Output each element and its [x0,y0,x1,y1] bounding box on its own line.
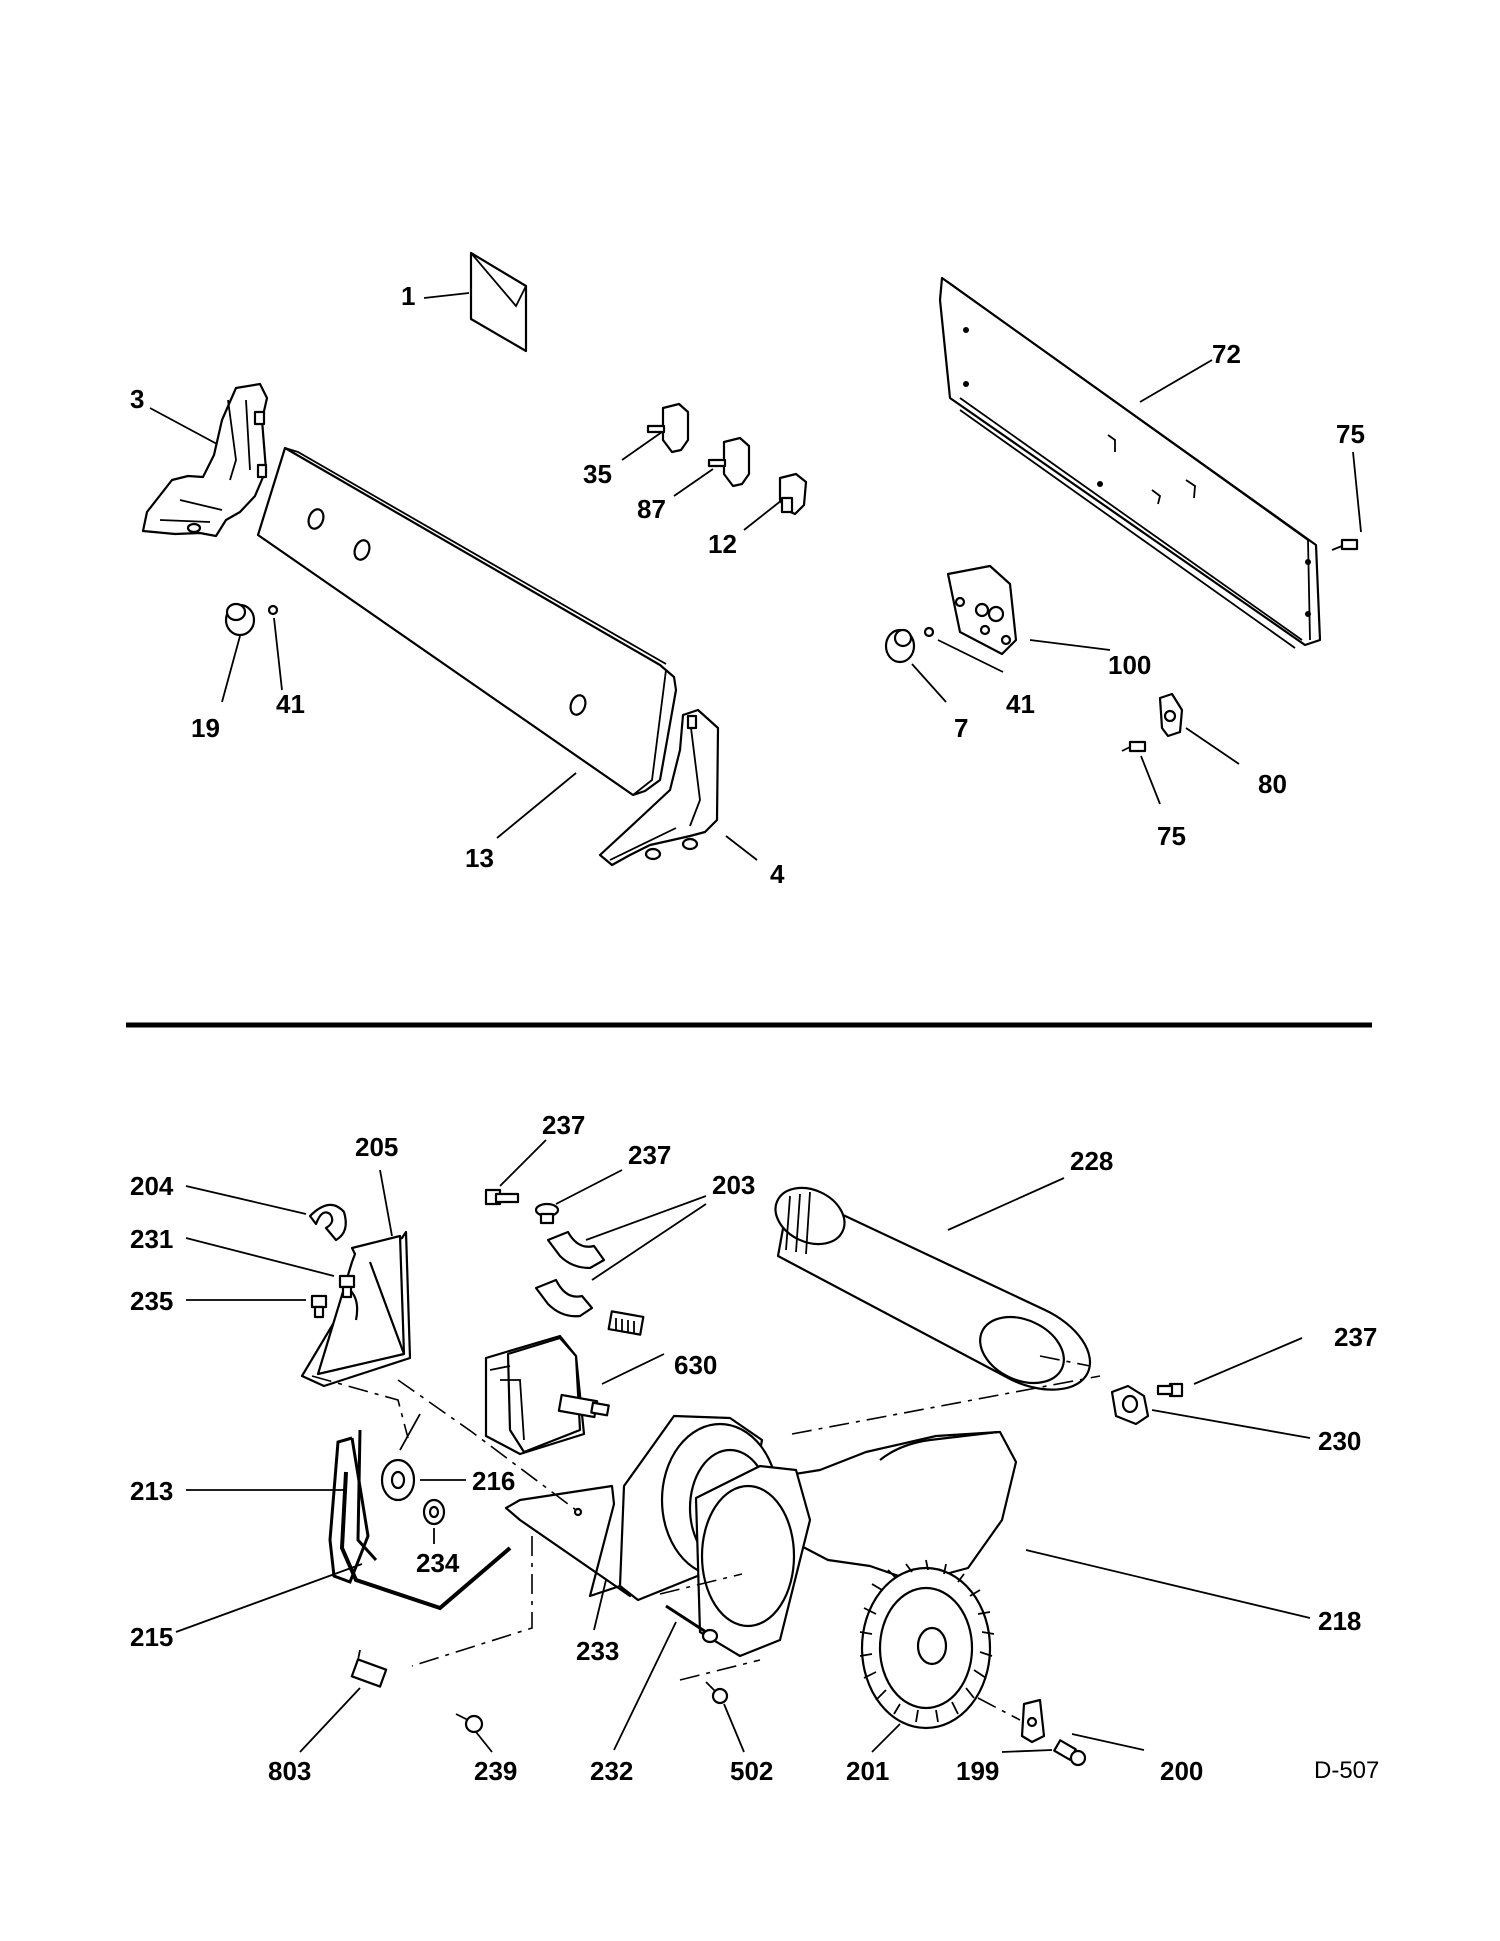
callout-203: 203 [712,1170,755,1200]
part-screw-231 [338,1274,356,1299]
callout-803: 803 [268,1756,311,1786]
callout-234: 234 [416,1548,460,1578]
part-back-panel [938,276,1322,649]
callout-235: 235 [130,1286,173,1316]
callout-205: 205 [355,1132,398,1162]
part-screw-75-top [1331,538,1359,551]
callout-80: 80 [1258,769,1287,799]
part-blower-wheel [859,1559,995,1730]
part-connector [607,1310,645,1336]
callout-41-right: 41 [1006,689,1035,719]
assembly-lines [311,1355,1101,1721]
callout-630: 630 [674,1350,717,1380]
callout-237-b: 237 [628,1140,671,1170]
part-screw-237a [484,1188,520,1206]
part-pulley-washer [422,1498,446,1526]
callout-232: 232 [590,1756,633,1786]
leader-lines-bottom [175,1139,1311,1753]
callout-239: 239 [474,1756,517,1786]
callout-72: 72 [1212,339,1241,369]
part-motor-clamps [534,1230,606,1318]
callout-204: 204 [130,1171,174,1201]
part-switch-35 [646,402,690,454]
callout-100: 100 [1108,650,1151,680]
callout-19: 19 [191,713,220,743]
callout-213: 213 [130,1476,173,1506]
part-motor-bracket [300,1230,412,1388]
part-rod [339,1471,512,1611]
part-screw-502 [705,1681,729,1705]
part-exhaust-duct [774,1186,1092,1391]
part-door-switch [350,1649,388,1688]
callout-3: 3 [130,384,144,414]
callout-35: 35 [583,459,612,489]
part-screw-237c [1156,1382,1184,1398]
part-screw-237b [534,1202,560,1225]
part-clip-right [923,626,935,638]
part-instruction-envelope [469,251,528,353]
callout-1: 1 [401,281,415,311]
part-control-panel [256,446,678,797]
part-switch-87 [707,436,751,488]
part-bracket-80 [1158,692,1184,738]
callout-218: 218 [1318,1606,1361,1636]
part-blower-screw [1053,1739,1087,1767]
leader-lines-top [149,292,1362,861]
part-left-end-cap [141,382,269,538]
part-screw-239 [455,1713,484,1734]
callout-216: 216 [472,1466,515,1496]
callout-75-top: 75 [1336,419,1365,449]
part-drive-motor [484,1334,610,1456]
part-clip-left [267,604,279,616]
part-clamp [308,1203,347,1242]
callout-4: 4 [770,859,785,889]
callout-231: 231 [130,1224,173,1254]
part-idler-arm [328,1413,421,1584]
part-switch-12 [778,472,808,516]
callout-502: 502 [730,1756,773,1786]
diagram-code: D-507 [1314,1757,1379,1784]
part-base-bracket [504,1484,632,1598]
part-right-end-cap [598,708,720,867]
callout-230: 230 [1318,1426,1361,1456]
callout-87: 87 [637,494,666,524]
callout-12: 12 [708,529,737,559]
callout-199: 199 [956,1756,999,1786]
callout-13: 13 [465,843,494,873]
part-screw-235 [310,1294,328,1319]
callout-7: 7 [954,713,968,743]
part-blower-clip [1020,1698,1046,1744]
callout-228: 228 [1070,1146,1113,1176]
callout-201: 201 [846,1756,889,1786]
part-timer [946,564,1018,656]
part-thermistor [1110,1384,1150,1426]
callout-75-bottom: 75 [1157,821,1186,851]
part-knob-right [884,628,916,664]
callout-41-left: 41 [276,689,305,719]
part-screw-75-bottom [1121,740,1147,753]
callout-233: 233 [576,1636,619,1666]
callout-237-c: 237 [1334,1322,1377,1352]
callout-237-a: 237 [542,1110,585,1140]
callout-200: 200 [1160,1756,1203,1786]
part-knob-left [224,602,256,637]
part-blower-housing [618,1414,1018,1658]
part-bolt-232 [665,1604,719,1644]
callout-215: 215 [130,1622,173,1652]
part-idler-pulley [380,1458,416,1502]
